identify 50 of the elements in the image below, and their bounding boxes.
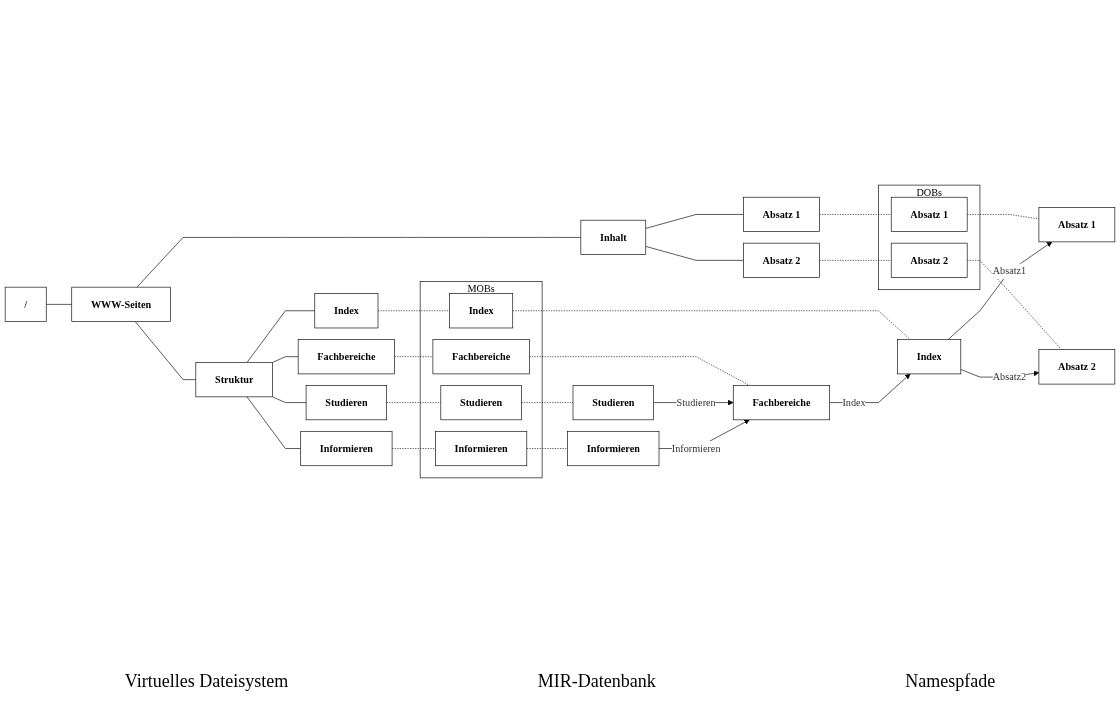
- edge-label: Studieren: [676, 396, 716, 408]
- connector: [246, 310, 316, 363]
- node-box: Studieren: [305, 385, 387, 421]
- connector: [386, 402, 442, 403]
- node-box: Studieren: [440, 385, 522, 421]
- node-box: WWW-Seiten: [71, 286, 171, 322]
- node-box: Absatz 1: [743, 196, 820, 232]
- node-box: Absatz 1: [1038, 207, 1116, 243]
- node-box: Struktur: [195, 362, 273, 398]
- connector: [45, 304, 73, 305]
- edge-label: Absatz1: [992, 265, 1027, 277]
- connector: [512, 310, 911, 340]
- caption-text: Virtuelles Dateisystem: [124, 671, 289, 692]
- node-box: Fachbereiche: [297, 339, 395, 375]
- connector: [529, 356, 750, 386]
- node-box: Studieren: [572, 385, 654, 421]
- connector: [134, 321, 197, 380]
- node-box: Informieren: [567, 431, 660, 467]
- connector: [966, 260, 1062, 350]
- node-box: Informieren: [435, 431, 528, 467]
- node-box: Absatz 2: [890, 242, 968, 278]
- connector: [819, 214, 892, 215]
- node-box: /: [4, 286, 47, 322]
- edge-label: Absatz2: [992, 371, 1027, 383]
- connector: [819, 260, 892, 261]
- connector: [394, 356, 434, 357]
- node-box: Fachbereiche: [432, 339, 530, 375]
- connector: [645, 246, 744, 261]
- connector: [645, 214, 744, 229]
- caption-text: MIR-Datenbank: [537, 671, 656, 692]
- node-box: Absatz 2: [743, 242, 820, 278]
- connector: [391, 448, 436, 449]
- connector: [272, 396, 307, 403]
- node-box: Index: [449, 293, 514, 329]
- connector: [521, 402, 574, 403]
- node-box: Informieren: [300, 431, 393, 467]
- caption-text: Namespfade: [905, 671, 996, 692]
- node-box: Absatz 2: [1038, 349, 1116, 385]
- node-box: Absatz 1: [890, 196, 968, 232]
- connector: [966, 214, 1040, 220]
- connector: [272, 356, 299, 363]
- node-box: Inhalt: [580, 219, 647, 255]
- node-box: Index: [897, 339, 962, 375]
- edge-label: Index: [842, 396, 866, 408]
- edge-label: Informieren: [671, 442, 721, 454]
- node-box: Index: [314, 293, 379, 329]
- node-box: Fachbereiche: [732, 385, 831, 421]
- connector: [526, 448, 568, 449]
- connector: [246, 396, 302, 449]
- connector: [136, 237, 582, 288]
